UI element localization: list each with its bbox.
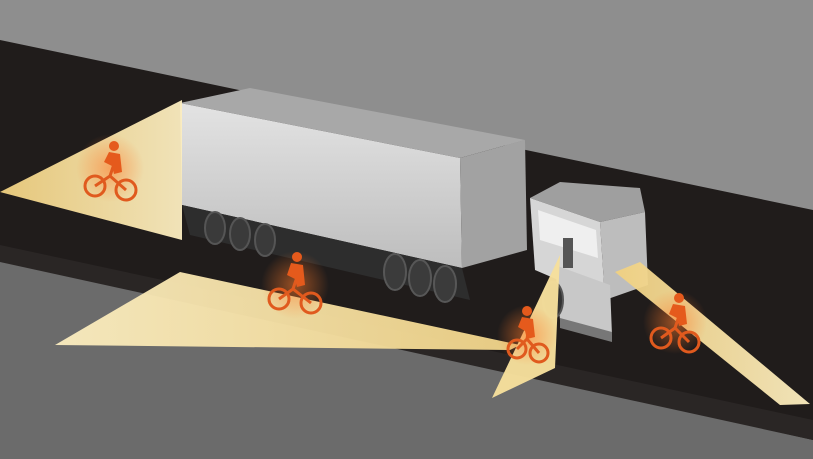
wheel-icon: [255, 224, 275, 256]
cyclist-right: [643, 290, 707, 354]
wheel-icon: [384, 254, 406, 290]
cyclist-rear: [76, 134, 144, 202]
wheel-icon: [230, 218, 250, 250]
cyclist-front: [497, 305, 557, 365]
wheel-icon: [409, 260, 431, 296]
wheel-icon: [434, 266, 456, 302]
cyclist-side: [261, 251, 329, 319]
trailer-end: [460, 140, 527, 268]
wheel-icon: [205, 212, 225, 244]
cab-mirror: [563, 238, 573, 268]
